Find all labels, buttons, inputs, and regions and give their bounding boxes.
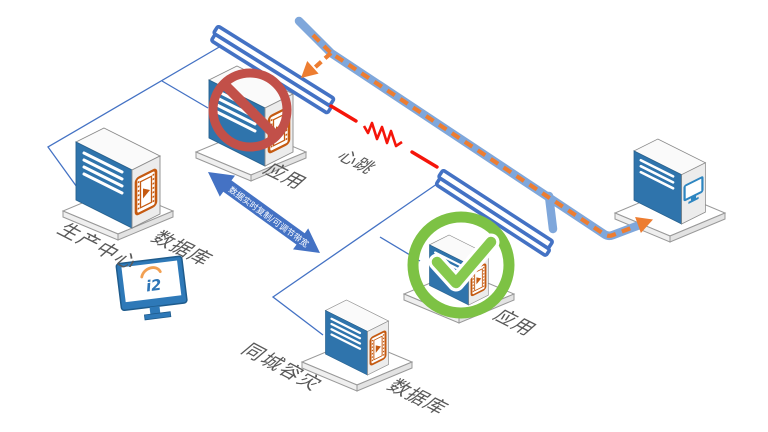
i2-logo-text: i2: [145, 276, 163, 296]
route-arrowhead-to-production-switch: [301, 61, 319, 78]
replication-route-dashes: [311, 33, 632, 238]
i2-logo-swoosh: [140, 266, 162, 279]
heartbeat-line: [329, 104, 439, 169]
i2-monitor-icon: i2: [115, 255, 188, 321]
server-production-database: [62, 126, 174, 241]
heartbeat-zigzag: [362, 121, 403, 148]
monitor-screen: [121, 260, 182, 303]
prohibition-icon: [208, 68, 292, 152]
route-arrowhead-to-monitor-host: [635, 217, 653, 233]
app-label-dr: 应用: [488, 306, 542, 340]
switch-bar-production: [210, 24, 336, 115]
db-label-dr: 数据库: [382, 376, 453, 419]
wan-branch-to-dr-switch: [544, 191, 558, 234]
replication-route: [301, 33, 653, 238]
monitor-base: [143, 311, 172, 321]
monitor-stand: [149, 306, 161, 315]
replication-arrow-label: 数据实时复制/可调节带宽: [226, 185, 311, 251]
check-icon: [407, 211, 515, 319]
switch-bar-dr: [434, 168, 554, 257]
replication-route-branch: [310, 51, 333, 72]
double-arrow-shape: [208, 172, 320, 253]
heartbeat-label: 心跳: [332, 147, 381, 178]
